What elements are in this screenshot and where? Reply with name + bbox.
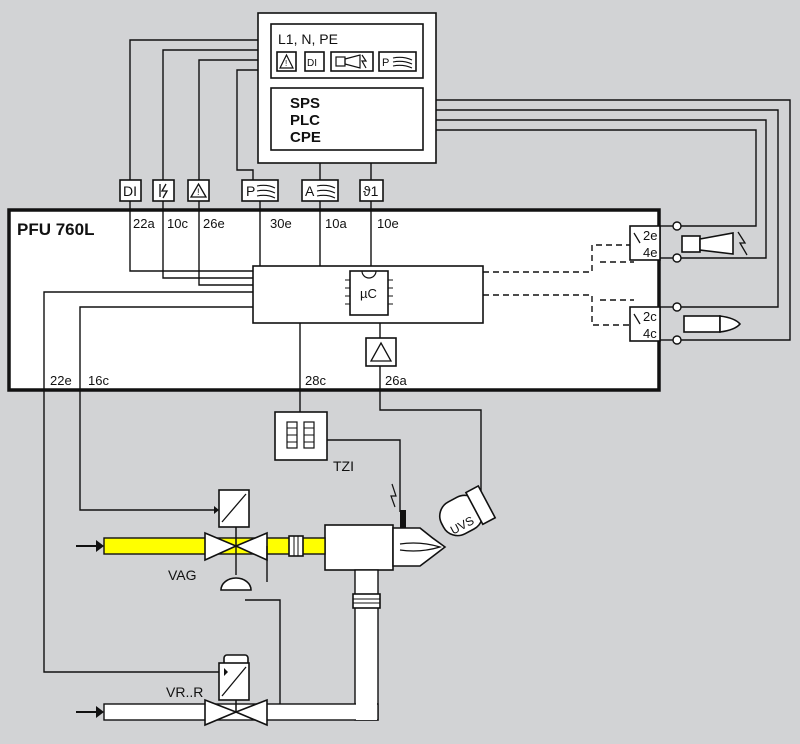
uv-sensor: UVS xyxy=(438,484,497,537)
alarm-relay-contact: 2e 4e xyxy=(629,225,661,261)
p-flame-icon: P xyxy=(378,51,417,72)
plc-line-cpe: CPE xyxy=(290,129,321,146)
operation-relay-contact: 2c 4c xyxy=(629,306,661,342)
svg-text:!: ! xyxy=(285,59,287,68)
pin-10a: 10a xyxy=(325,216,347,231)
controller-wires xyxy=(129,39,791,341)
air-pipe xyxy=(76,535,326,557)
svg-text:2e: 2e xyxy=(643,228,657,243)
plc-line-sps: SPS xyxy=(290,95,320,112)
svg-text:P: P xyxy=(246,183,255,199)
a-flame-input-icon: A xyxy=(301,179,339,202)
svg-text:!: ! xyxy=(197,187,200,197)
ignition-transformer: TZI xyxy=(274,411,354,474)
burner-lamp-icon xyxy=(683,315,742,333)
di-icon: DI xyxy=(304,51,325,72)
pin-10c: 10c xyxy=(167,216,188,231)
burner xyxy=(324,510,447,571)
warning-icon: ! xyxy=(276,51,297,72)
uv-amplifier-icon xyxy=(365,337,397,367)
output-terminals xyxy=(660,221,748,345)
plc-controller: L1, N, PE ! DI P SPS PLC CPE xyxy=(257,12,437,164)
horn-device-icon xyxy=(681,231,748,256)
pin-26a: 26a xyxy=(385,373,407,388)
lightning-input-icon xyxy=(152,179,175,202)
gas-pipe xyxy=(76,569,381,721)
input-icons: DI ! P A ϑ1 xyxy=(119,179,384,202)
svg-text:A: A xyxy=(305,183,315,199)
unit-title: PFU 760L xyxy=(17,220,94,239)
microcontroller-chip: µC xyxy=(345,270,393,316)
tzi-label: TZI xyxy=(333,458,354,474)
p-flame-input-icon: P xyxy=(241,179,279,202)
power-label: L1, N, PE xyxy=(278,31,338,47)
svg-text:4c: 4c xyxy=(643,326,657,341)
pin-28c: 28c xyxy=(305,373,326,388)
svg-text:2c: 2c xyxy=(643,309,657,324)
pfu-unit: PFU 760L 22a 10c 26e 30e 10a 10e µC xyxy=(7,201,661,673)
svg-text:DI: DI xyxy=(123,183,137,199)
warning-input-icon: ! xyxy=(187,179,210,202)
plc-line-plc: PLC xyxy=(290,112,320,129)
svg-text:P: P xyxy=(382,57,389,69)
svg-text:ϑ1: ϑ1 xyxy=(363,183,379,199)
pin-26e: 26e xyxy=(203,216,225,231)
micro-label: µC xyxy=(360,286,377,301)
pin-10e: 10e xyxy=(377,216,399,231)
vr-label: VR..R xyxy=(166,684,203,700)
vr-valve: VR..R xyxy=(166,654,268,727)
pin-22e: 22e xyxy=(50,373,72,388)
temperature-input-icon: ϑ1 xyxy=(359,179,384,202)
spark-icon xyxy=(390,483,397,508)
vag-valve: VAG xyxy=(168,489,268,591)
pin-22a: 22a xyxy=(133,216,155,231)
svg-text:4e: 4e xyxy=(643,245,657,260)
svg-text:DI: DI xyxy=(307,58,317,69)
pin-16c: 16c xyxy=(88,373,109,388)
pin-30e: 30e xyxy=(270,216,292,231)
di-input-icon: DI xyxy=(119,179,142,202)
horn-icon xyxy=(330,51,374,72)
vag-label: VAG xyxy=(168,567,197,583)
